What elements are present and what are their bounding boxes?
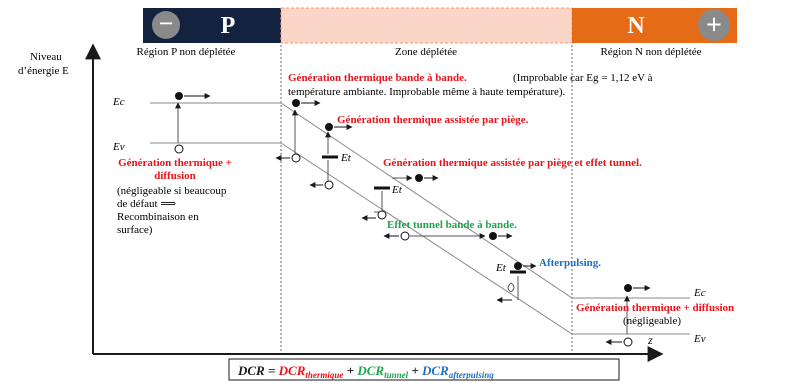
- ec-left-label: Ec: [112, 96, 125, 108]
- afterpulsing-title: Afterpulsing.: [539, 257, 601, 269]
- p-label: P: [221, 13, 236, 39]
- right-hole: [623, 337, 633, 347]
- tt-electron: [415, 174, 423, 182]
- ev-left-label: Ev: [112, 141, 125, 153]
- left-hole: [174, 144, 184, 154]
- region-n-title: Région N non déplétée: [600, 46, 701, 58]
- afterpulsing-loop: [507, 282, 515, 293]
- bb-note-1: (Improbable car Eg = 1,12 eV à: [513, 72, 653, 84]
- dcr-formula: DCR = DCRthermique + DCRtunnel + DCRafte…: [228, 358, 620, 381]
- region-p-title: Région P non déplétée: [137, 46, 236, 58]
- trap-hole: [324, 180, 334, 190]
- bb-hole: [291, 153, 301, 163]
- left-neg-3: Recombinaison en: [117, 211, 199, 223]
- band-to-band-tunnel: [383, 231, 513, 241]
- trap-electron: [325, 123, 333, 131]
- afterpulsing-electron: [514, 262, 522, 270]
- tunnel-title: Effet tunnel bande à bande.: [387, 219, 517, 231]
- axes: Niveau d’énergie E z: [18, 43, 664, 362]
- y-axis-label-1: Niveau: [30, 51, 62, 63]
- left-gen-title-2: diffusion: [154, 170, 196, 182]
- bb-note-2: température ambiante. Improbable même à …: [288, 86, 566, 98]
- band-to-band-generation: [275, 99, 321, 163]
- minus-sign-icon: [152, 11, 180, 39]
- left-generation: [174, 92, 211, 154]
- ec-right-label: Ec: [693, 287, 706, 299]
- y-axis-label-2: d’énergie E: [18, 65, 69, 77]
- valence-band: [150, 142, 690, 335]
- left-neg-1: (négligeable si beaucoup: [117, 185, 227, 197]
- left-neg-2: de défaut ⟹: [117, 198, 176, 210]
- afterpulsing-process: Et: [495, 262, 537, 303]
- tunnel-hole: [400, 231, 410, 241]
- left-electron: [175, 92, 183, 100]
- n-label: N: [627, 13, 645, 39]
- x-axis-label: z: [647, 333, 653, 347]
- tt-hole: [377, 210, 387, 220]
- left-gen-title-1: Génération thermique +: [118, 157, 232, 169]
- plus-sign-icon: [698, 9, 730, 41]
- et3-label: Et: [495, 262, 507, 274]
- pn-junction-bar: − P N +: [143, 7, 737, 44]
- left-neg-4: surface): [117, 224, 153, 236]
- right-gen-title: Génération thermique + diffusion: [576, 302, 734, 314]
- trap-assisted-generation: Et: [309, 123, 353, 190]
- et2-label: Et: [391, 184, 403, 196]
- plus-sign: +: [706, 10, 722, 41]
- ev-right-label: Ev: [693, 333, 706, 345]
- right-electron: [624, 284, 632, 292]
- trap-tunnel-generation: Et: [361, 174, 439, 221]
- bb-electron: [292, 99, 300, 107]
- trap-title: Génération thermique assistée par piège.: [337, 114, 529, 126]
- tunnel-electron: [489, 232, 497, 240]
- et1-label: Et: [340, 152, 352, 164]
- trap-tunnel-title: Génération thermique assistée par piège …: [383, 157, 642, 169]
- conduction-band: [150, 102, 690, 299]
- region-depletion-title: Zone déplétée: [395, 46, 457, 58]
- minus-sign: −: [159, 9, 174, 38]
- right-generation: [605, 284, 651, 347]
- right-negligeable: (négligeable): [623, 315, 681, 327]
- depletion-block: [280, 7, 573, 44]
- formula-box: [228, 358, 620, 381]
- bb-title: Génération thermique bande à bande.: [288, 72, 467, 84]
- formula-text: DCR = DCRthermique + DCRtunnel + DCRafte…: [237, 363, 494, 380]
